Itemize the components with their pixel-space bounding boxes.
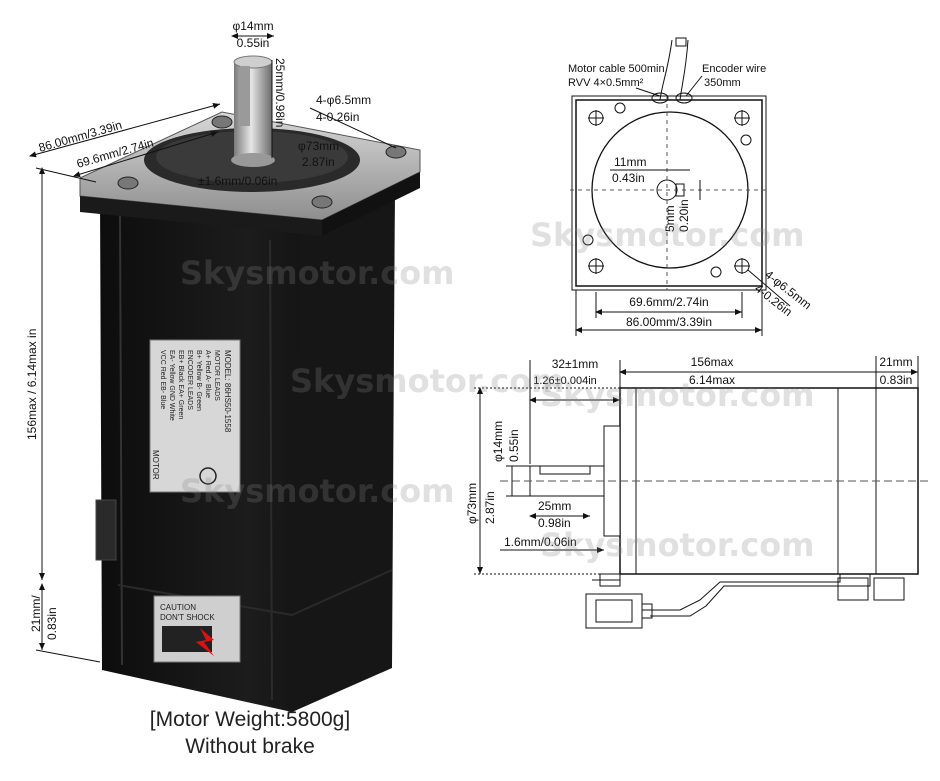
nameplate-brand: MOTOR — [151, 450, 160, 480]
key-width-in: 0.43in — [612, 171, 645, 185]
nameplate-text: MODEL: 86HS50-1558 MOTOR LEADS A+ Red A-… — [151, 350, 232, 480]
side-key-len: 25mm — [538, 499, 571, 513]
photo-rear-len-in: 0.83in — [45, 607, 59, 640]
motor-shaft — [234, 62, 272, 160]
front-hole-pitch: 69.6mm/2.74in — [629, 295, 708, 309]
front-view-drawing: Motor cable 500min RVV 4×0.5mm² Encoder … — [568, 37, 814, 336]
mounting-holes — [588, 110, 750, 274]
watermark-text: Skysmotor.com — [290, 362, 565, 400]
key-depth: 5mm — [663, 205, 677, 232]
shock-warning-icon — [196, 628, 214, 656]
nameplate-line: EA- Yellow GND White — [168, 350, 175, 421]
photo-pilot: φ73mm — [298, 139, 339, 153]
motor-body-side — [292, 178, 395, 712]
side-shaft-dia-in: 0.55in — [507, 429, 521, 462]
caution-title: CAUTION — [160, 603, 196, 612]
encoder-wire-length: 350mm — [704, 77, 741, 89]
side-view-connector — [585, 593, 643, 629]
photo-rear-len: 21mm/ — [29, 595, 43, 632]
side-rear-len: 21mm — [879, 355, 912, 369]
encoder-wire-label: Encoder wire — [702, 63, 766, 75]
watermark-text: Skysmotor.com — [530, 216, 805, 254]
side-pilot-in: 2.87in — [483, 491, 497, 524]
watermark-text: Skysmotor.com — [180, 254, 455, 292]
watermark-text: Skysmotor.com — [180, 472, 455, 510]
nameplate-line: B+ Yellow B- Green — [195, 350, 202, 411]
certification-mark-icon — [199, 467, 217, 485]
side-body-len: 156max — [691, 355, 734, 369]
watermark-text: Skysmotor.com — [540, 526, 815, 564]
key-depth-in: 0.20in — [677, 199, 691, 232]
watermarks: Skysmotor.com Skysmotor.com Skysmotor.co… — [180, 216, 815, 564]
caution-text: DON'T SHOCK — [160, 613, 215, 622]
photo-holes: 4-φ6.5mm — [316, 93, 371, 107]
photo-pilot-in: 2.87in — [302, 155, 335, 169]
photo-shaft-len: 25mm/0.98in — [273, 58, 287, 127]
side-shaft-len-in: 1.26±0.004in — [533, 375, 597, 387]
side-body-len-in: 6.14max — [689, 373, 735, 387]
front-view-flange — [575, 99, 763, 287]
encoder-connector — [95, 499, 117, 561]
photo-holes-in: 4-0.26in — [316, 110, 359, 124]
side-pilot-height: 1.6mm/0.06in — [504, 535, 577, 549]
side-shaft-dia: φ14mm — [491, 421, 505, 462]
photo-shaft-dia-in: 0.55in — [237, 36, 270, 50]
nameplate-line: EB+ Black EA+ Green — [177, 350, 184, 419]
nameplate — [149, 339, 241, 493]
key-width: 11mm — [614, 155, 646, 169]
motor-cable-label: Motor cable 500min — [568, 63, 665, 75]
motor-photo: MODEL: 86HS50-1558 MOTOR LEADS A+ Red A-… — [25, 19, 421, 712]
motor-weight-caption: [Motor Weight:5800g] Without brake — [80, 706, 420, 760]
nameplate-line: MOTOR LEADS — [213, 350, 220, 401]
photo-shaft-dia: φ14mm — [232, 19, 273, 33]
nameplate-line: VCC Red EB- Blue — [159, 350, 166, 409]
nameplate-line: A+ Red A- Blue — [204, 350, 211, 398]
side-rear-len-in: 0.83in — [880, 373, 913, 387]
motor-cable-spec: RVV 4×0.5mm² — [568, 77, 644, 89]
photo-body-len: 156max / 6.14max in — [25, 329, 39, 440]
nameplate-model: MODEL: 86HS50-1558 — [223, 350, 232, 433]
side-view-drawing: 32±1mm 1.26±0.004in 156max 6.14max 21mm … — [465, 355, 930, 629]
watermark-text: Skysmotor.com — [540, 376, 815, 414]
caption-brake: Without brake — [185, 735, 315, 758]
caption-weight: [Motor Weight:5800g] — [149, 708, 351, 731]
photo-pilot-height: ±1.6mm/0.06in — [198, 174, 277, 188]
side-pilot: φ73mm — [465, 483, 479, 524]
front-flange: 86.00mm/3.39in — [626, 315, 712, 329]
side-key-len-in: 0.98in — [538, 516, 571, 530]
side-shaft-len: 32±1mm — [552, 357, 599, 371]
nameplate-line: ENCODER LEADS — [186, 350, 193, 410]
